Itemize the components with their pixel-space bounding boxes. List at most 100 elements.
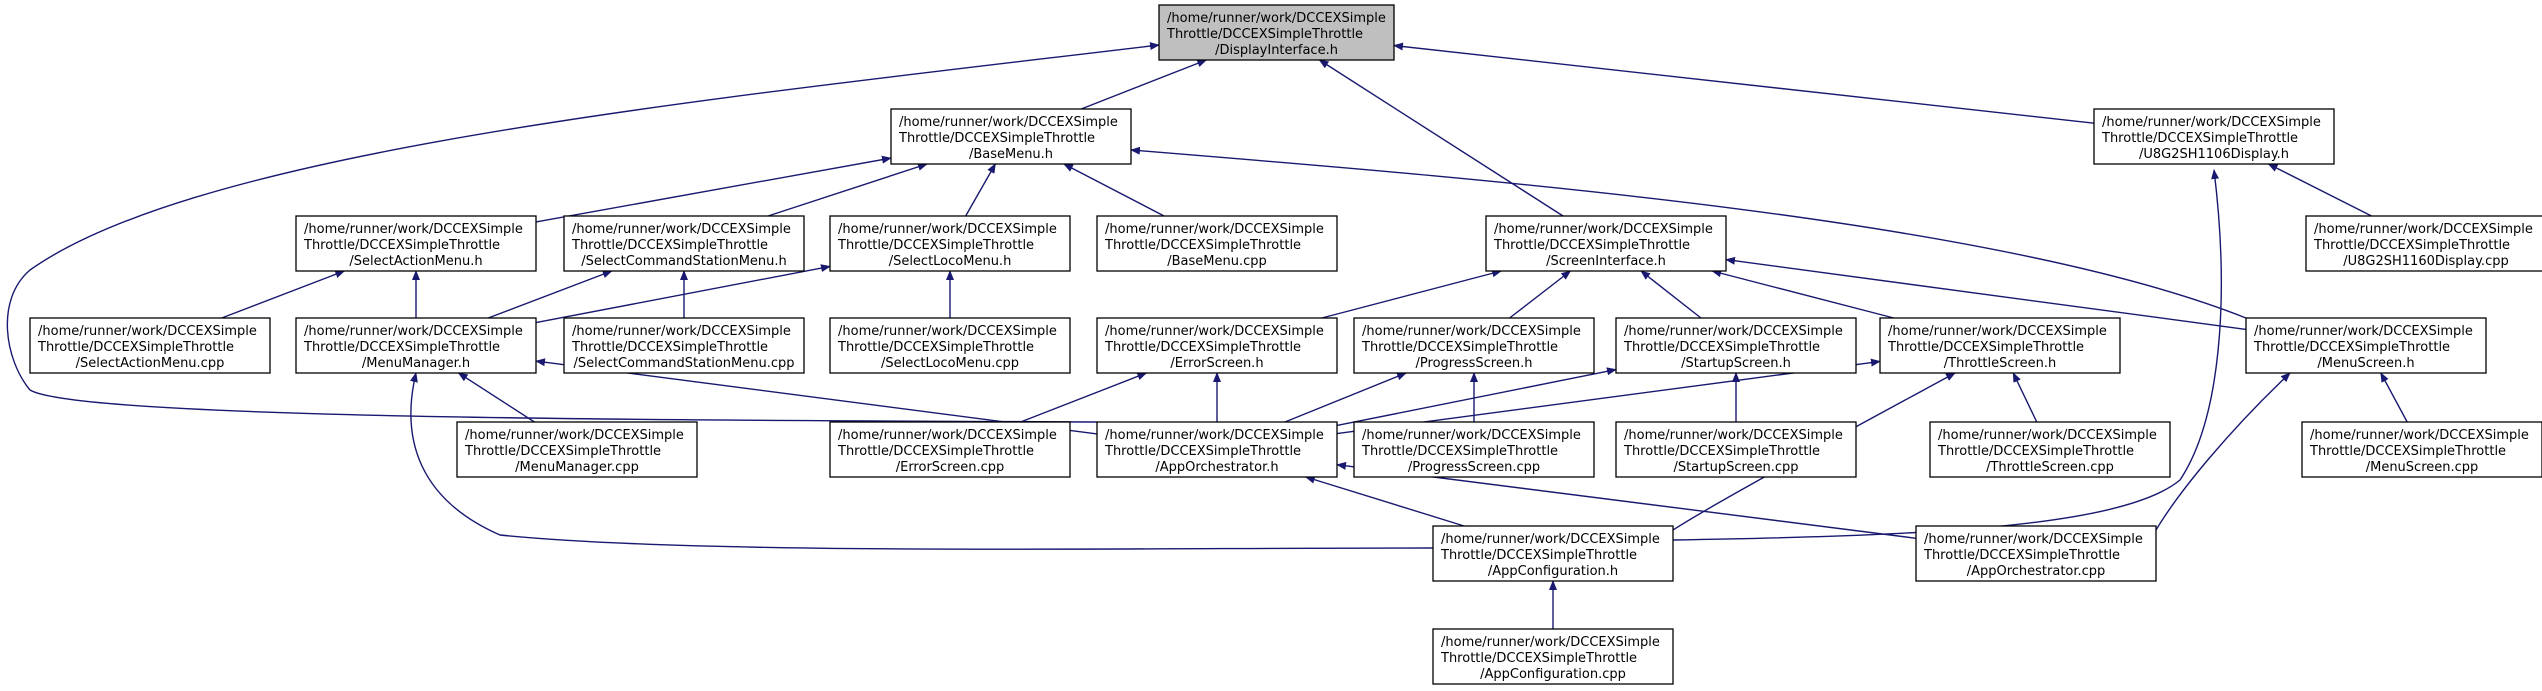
edge-startup-screen-h-to-screen-interface-h <box>1640 270 1702 319</box>
node-label-line: /home/runner/work/DCCEXSimple <box>1938 428 2157 443</box>
node-label-line: /SelectActionMenu.h <box>349 254 482 269</box>
node-label-line: /home/runner/work/DCCEXSimple <box>1888 324 2107 339</box>
edge-u8g2-cpp-to-u8g2-h <box>2267 163 2372 217</box>
node-app-orchestrator-cpp[interactable]: /home/runner/work/DCCEXSimpleThrottle/DC… <box>1915 525 2157 582</box>
node-label-line: Throttle/DCCEXSimpleThrottle <box>571 238 768 253</box>
node-select-cs-menu-h[interactable]: /home/runner/work/DCCEXSimpleThrottle/DC… <box>563 215 805 272</box>
edge-menu-manager-h-to-select-loco-menu-h <box>535 264 831 324</box>
node-label-line: /ThrottleScreen.cpp <box>1986 460 2114 475</box>
node-label-line: /StartupScreen.cpp <box>1673 460 1798 475</box>
edge-base-menu-cpp-to-base-menu-h <box>1063 163 1165 217</box>
node-box <box>1096 317 1338 374</box>
node-box <box>1353 421 1595 478</box>
node-select-action-menu-h[interactable]: /home/runner/work/DCCEXSimpleThrottle/DC… <box>295 215 537 272</box>
node-menu-manager-h[interactable]: /home/runner/work/DCCEXSimpleThrottle/DC… <box>295 317 537 374</box>
node-label-line: Throttle/DCCEXSimpleThrottle <box>1923 548 2120 563</box>
node-display-interface-h[interactable]: /home/runner/work/DCCEXSimpleThrottle/DC… <box>1158 4 1395 61</box>
node-label-line: /home/runner/work/DCCEXSimple <box>572 324 791 339</box>
node-error-screen-h[interactable]: /home/runner/work/DCCEXSimpleThrottle/DC… <box>1096 317 1338 374</box>
node-label-line: Throttle/DCCEXSimpleThrottle <box>898 131 1095 146</box>
node-box <box>2301 421 2542 478</box>
edge-app-orchestrator-h-to-progress-screen-h <box>1284 372 1407 423</box>
node-label-line: /DisplayInterface.h <box>1215 43 1338 58</box>
node-box <box>1158 4 1395 61</box>
node-base-menu-cpp[interactable]: /home/runner/work/DCCEXSimpleThrottle/DC… <box>1096 215 1338 272</box>
node-box <box>890 108 1132 165</box>
node-label-line: Throttle/DCCEXSimpleThrottle <box>1104 340 1301 355</box>
node-box <box>456 421 698 478</box>
node-screen-interface-h[interactable]: /home/runner/work/DCCEXSimpleThrottle/DC… <box>1485 215 1727 272</box>
node-label-line: /U8G2SH1160Display.cpp <box>2343 254 2508 269</box>
node-select-loco-menu-h[interactable]: /home/runner/work/DCCEXSimpleThrottle/DC… <box>829 215 1071 272</box>
node-box <box>2093 108 2335 165</box>
node-box <box>829 317 1071 374</box>
node-box <box>29 317 271 374</box>
node-label-line: Throttle/DCCEXSimpleThrottle <box>303 340 500 355</box>
node-box <box>295 215 537 272</box>
edge-menu-screen-cpp-to-menu-screen-h <box>2380 372 2408 423</box>
node-throttle-screen-h[interactable]: /home/runner/work/DCCEXSimpleThrottle/DC… <box>1879 317 2121 374</box>
node-label-line: /MenuScreen.h <box>2317 356 2414 371</box>
node-label-line: /home/runner/work/DCCEXSimple <box>304 222 523 237</box>
node-box <box>1915 525 2157 582</box>
node-u8g2-h[interactable]: /home/runner/work/DCCEXSimpleThrottle/DC… <box>2093 108 2335 165</box>
node-label-line: Throttle/DCCEXSimpleThrottle <box>1104 444 1301 459</box>
edge-menu-screen-h-to-screen-interface-h <box>1725 256 2247 331</box>
node-label-line: /BaseMenu.cpp <box>1167 254 1267 269</box>
node-app-configuration-h[interactable]: /home/runner/work/DCCEXSimpleThrottle/DC… <box>1432 525 1674 582</box>
node-label-line: Throttle/DCCEXSimpleThrottle <box>837 238 1034 253</box>
node-base-menu-h[interactable]: /home/runner/work/DCCEXSimpleThrottle/DC… <box>890 108 1132 165</box>
node-select-loco-menu-cpp[interactable]: /home/runner/work/DCCEXSimpleThrottle/DC… <box>829 317 1071 374</box>
node-box <box>295 317 537 374</box>
node-progress-screen-h[interactable]: /home/runner/work/DCCEXSimpleThrottle/DC… <box>1353 317 1595 374</box>
edge-throttle-screen-h-to-screen-interface-h <box>1711 269 1894 319</box>
node-box <box>1879 317 2121 374</box>
node-select-action-menu-cpp[interactable]: /home/runner/work/DCCEXSimpleThrottle/DC… <box>29 317 271 374</box>
node-label-line: /home/runner/work/DCCEXSimple <box>838 324 1057 339</box>
node-box <box>1096 215 1338 272</box>
node-throttle-screen-cpp[interactable]: /home/runner/work/DCCEXSimpleThrottle/DC… <box>1929 421 2171 478</box>
node-label-line: /home/runner/work/DCCEXSimple <box>1624 428 1843 443</box>
node-label-line: /home/runner/work/DCCEXSimple <box>1924 532 2143 547</box>
node-app-configuration-cpp[interactable]: /home/runner/work/DCCEXSimpleThrottle/DC… <box>1432 628 1674 685</box>
node-label-line: /home/runner/work/DCCEXSimple <box>1494 222 1713 237</box>
node-progress-screen-cpp[interactable]: /home/runner/work/DCCEXSimpleThrottle/DC… <box>1353 421 1595 478</box>
node-label-line: Throttle/DCCEXSimpleThrottle <box>571 340 768 355</box>
node-app-orchestrator-h[interactable]: /home/runner/work/DCCEXSimpleThrottle/DC… <box>1096 421 1338 478</box>
node-label-line: Throttle/DCCEXSimpleThrottle <box>1166 27 1363 42</box>
edge-menu-screen-h-to-base-menu-h <box>1130 146 2247 319</box>
node-label-line: /home/runner/work/DCCEXSimple <box>1362 428 1581 443</box>
node-label-line: /SelectActionMenu.cpp <box>76 356 225 371</box>
node-u8g2-cpp[interactable]: /home/runner/work/DCCEXSimpleThrottle/DC… <box>2305 215 2542 272</box>
edge-throttle-screen-cpp-to-throttle-screen-h <box>2012 372 2038 423</box>
node-label-line: /home/runner/work/DCCEXSimple <box>572 222 791 237</box>
edge-select-action-menu-cpp-to-select-action-menu-h <box>221 270 346 319</box>
node-label-line: Throttle/DCCEXSimpleThrottle <box>2313 238 2510 253</box>
node-select-cs-menu-cpp[interactable]: /home/runner/work/DCCEXSimpleThrottle/DC… <box>563 317 805 374</box>
edge-app-orchestrator-cpp-to-menu-screen-h <box>2155 372 2291 531</box>
node-label-line: /home/runner/work/DCCEXSimple <box>1105 428 1324 443</box>
node-label-line: /AppOrchestrator.cpp <box>1967 564 2106 579</box>
edge-app-orchestrator-h-to-startup-screen-h <box>1336 367 1617 427</box>
node-label-line: Throttle/DCCEXSimpleThrottle <box>37 340 234 355</box>
node-error-screen-cpp[interactable]: /home/runner/work/DCCEXSimpleThrottle/DC… <box>829 421 1071 478</box>
node-label-line: /home/runner/work/DCCEXSimple <box>1441 532 1660 547</box>
node-label-line: /home/runner/work/DCCEXSimple <box>1167 11 1386 26</box>
edge-base-menu-h-to-display-interface-h <box>1080 59 1208 110</box>
node-label-line: /home/runner/work/DCCEXSimple <box>2310 428 2529 443</box>
node-label-line: Throttle/DCCEXSimpleThrottle <box>2253 340 2450 355</box>
node-menu-manager-cpp[interactable]: /home/runner/work/DCCEXSimpleThrottle/DC… <box>456 421 698 478</box>
node-label-line: Throttle/DCCEXSimpleThrottle <box>1623 340 1820 355</box>
node-menu-screen-cpp[interactable]: /home/runner/work/DCCEXSimpleThrottle/DC… <box>2301 421 2542 478</box>
node-label-line: /StartupScreen.h <box>1681 356 1791 371</box>
node-startup-screen-cpp[interactable]: /home/runner/work/DCCEXSimpleThrottle/DC… <box>1615 421 1857 478</box>
node-menu-screen-h[interactable]: /home/runner/work/DCCEXSimpleThrottle/DC… <box>2245 317 2487 374</box>
edge-select-cs-menu-h-to-base-menu-h <box>767 162 928 217</box>
edge-error-screen-cpp-to-error-screen-h <box>1020 372 1148 423</box>
node-label-line: /home/runner/work/DCCEXSimple <box>899 115 1118 130</box>
node-label-line: Throttle/DCCEXSimpleThrottle <box>1440 651 1637 666</box>
node-label-line: /SelectCommandStationMenu.h <box>581 254 787 269</box>
node-startup-screen-h[interactable]: /home/runner/work/DCCEXSimpleThrottle/DC… <box>1615 317 1857 374</box>
node-box <box>2245 317 2487 374</box>
node-label-line: Throttle/DCCEXSimpleThrottle <box>464 444 661 459</box>
